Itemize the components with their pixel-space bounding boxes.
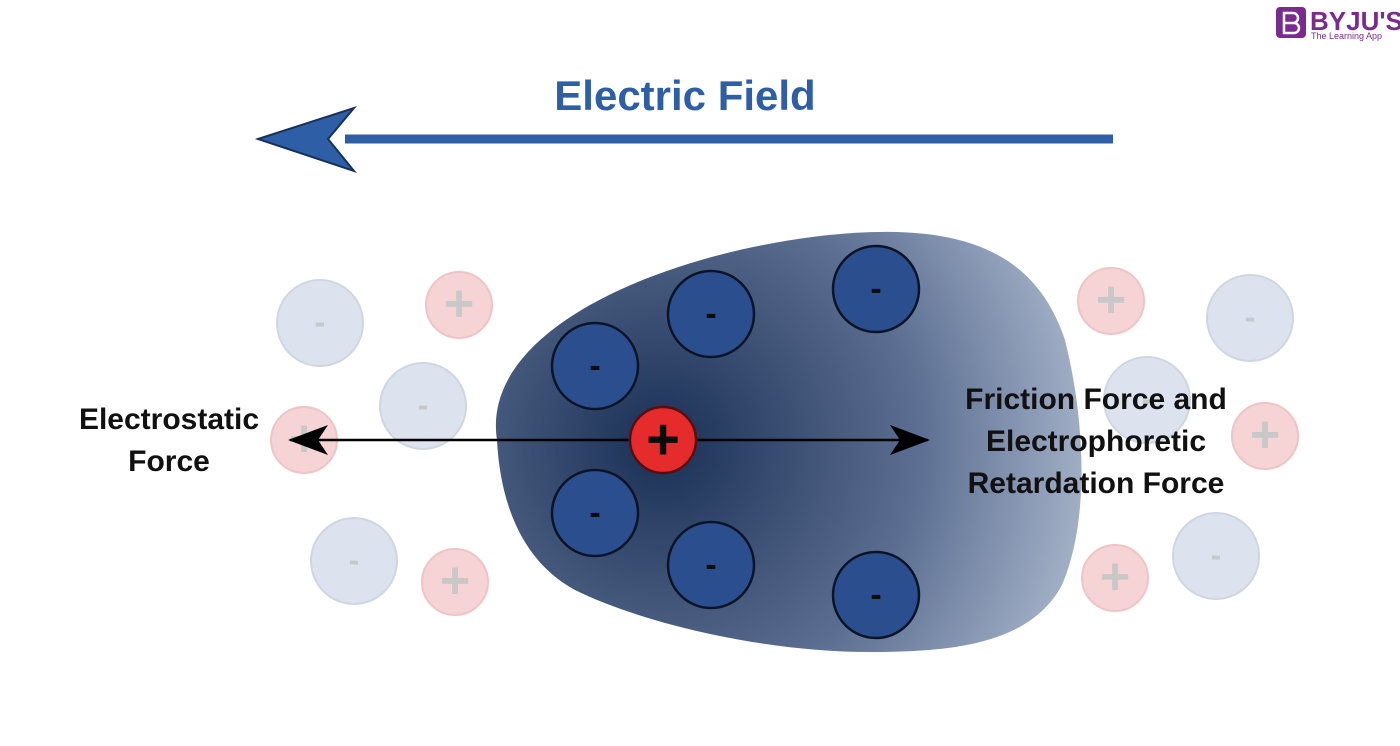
electrostatic-force-label-line2: Force	[128, 445, 210, 478]
svg-text:+: +	[440, 552, 470, 610]
atmosphere-negative-ion: -	[666, 520, 756, 610]
svg-text:-: -	[349, 542, 360, 578]
left-arrowhead-icon	[254, 105, 357, 174]
faded-negative-ion: -	[1206, 274, 1294, 362]
central-ion-circle	[628, 405, 698, 475]
background-ions: - + - + - + + - - + - +	[270, 267, 1299, 616]
faded-negative-ion: -	[1103, 356, 1191, 444]
faded-positive-ion: +	[421, 548, 489, 616]
atmosphere-ions: - - - - - -	[550, 244, 921, 640]
diagram-title: Electric Field	[554, 72, 815, 119]
svg-text:-: -	[589, 494, 600, 532]
svg-text:-: -	[1142, 381, 1153, 417]
faded-negative-ion: -	[1172, 512, 1260, 600]
friction-force-label-line2: Electrophoretic	[986, 425, 1206, 458]
faded-positive-ion: +	[1231, 402, 1299, 470]
atmosphere-negative-ion: -	[550, 321, 640, 411]
svg-text:-: -	[1245, 299, 1256, 335]
logo-tagline: The Learning App	[1311, 31, 1382, 41]
byjus-logo: BYJU'S The Learning App	[1276, 6, 1400, 41]
faded-negative-ion: -	[379, 362, 467, 450]
svg-text:+: +	[1100, 548, 1130, 606]
faded-positive-ion: +	[1077, 267, 1145, 335]
electrostatic-force-label-line1: Electrostatic	[79, 403, 259, 436]
svg-text:+: +	[1250, 406, 1280, 464]
atmosphere-negative-ion: -	[666, 269, 756, 359]
logo-brand: BYJU'S	[1310, 6, 1400, 36]
electric-field-arrow	[254, 105, 1113, 174]
svg-text:-: -	[315, 304, 326, 340]
friction-force-label-line3: Retardation Force	[968, 467, 1225, 500]
faded-positive-ion: +	[1081, 544, 1149, 612]
svg-text:-: -	[705, 546, 716, 584]
svg-text:-: -	[705, 295, 716, 333]
central-ion-sign: +	[646, 407, 680, 472]
svg-text:-: -	[589, 347, 600, 385]
friction-force-label-line1: Friction Force and	[965, 383, 1227, 416]
svg-text:+: +	[1096, 271, 1126, 329]
svg-text:-: -	[1211, 537, 1222, 573]
atmosphere-negative-ion: -	[831, 244, 921, 334]
logo-b-glyph-icon	[1282, 11, 1301, 35]
faded-negative-ion: -	[276, 279, 364, 367]
svg-text:-: -	[870, 576, 881, 614]
central-positive-ion: +	[628, 405, 698, 475]
atmosphere-negative-ion: -	[550, 468, 640, 558]
faded-negative-ion: -	[310, 517, 398, 605]
svg-text:-: -	[418, 387, 429, 423]
atmosphere-negative-ion: -	[831, 550, 921, 640]
svg-text:-: -	[870, 270, 881, 308]
ionic-atmosphere-cloud	[495, 231, 1082, 652]
faded-positive-ion: +	[425, 271, 493, 339]
svg-text:+: +	[444, 275, 474, 333]
